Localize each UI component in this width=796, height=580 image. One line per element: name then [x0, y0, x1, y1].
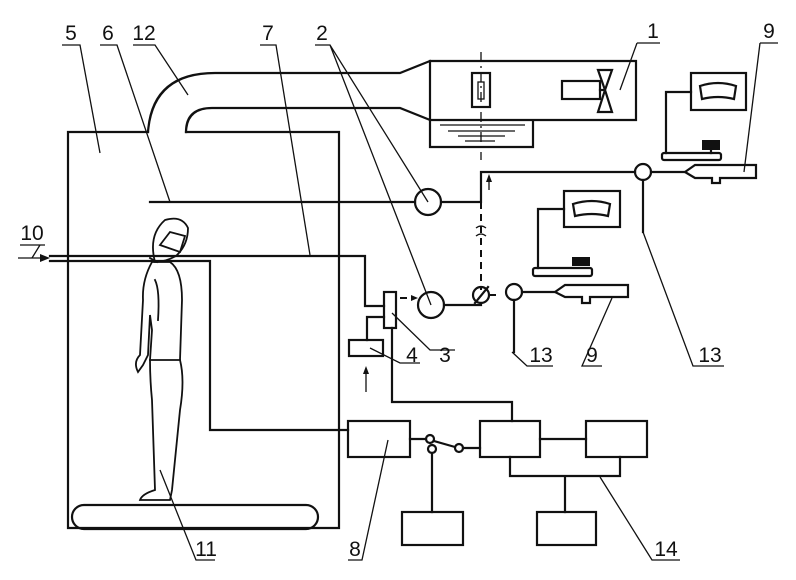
label-6: 6 [102, 22, 114, 45]
filter-element [470, 71, 492, 109]
switch-contact [426, 443, 438, 455]
arrow-head [40, 254, 50, 262]
label-3: 3 [439, 344, 451, 367]
valve-slash [473, 285, 490, 305]
valve-3 [382, 290, 398, 330]
treadmill [70, 503, 320, 531]
label-8: 8 [349, 538, 361, 561]
filter-core [477, 81, 485, 100]
fan-motor [560, 79, 602, 101]
label-13-lower: 13 [529, 344, 552, 367]
arrow-head [486, 174, 492, 182]
label-10: 10 [20, 222, 43, 245]
label-4: 4 [406, 344, 418, 367]
junction-upper [633, 162, 653, 182]
label-1: 1 [647, 20, 659, 43]
test-subject-figure [135, 217, 189, 501]
arrow-head [411, 295, 418, 301]
gauge-upper [689, 71, 748, 112]
aerosol-generator-unit [428, 59, 638, 149]
recorder-b [584, 419, 649, 459]
pump-upper [413, 187, 443, 217]
photometer-upper [682, 148, 758, 185]
unit-8 [346, 419, 412, 459]
power-unit [400, 510, 465, 547]
recorder-a [478, 419, 542, 459]
label-2: 2 [316, 22, 328, 45]
label-14: 14 [654, 538, 678, 561]
slide-bar [660, 151, 723, 162]
gauge-wire [536, 207, 566, 270]
label-9-lower: 9 [586, 344, 598, 367]
breathing-line-7 [48, 254, 386, 308]
break-mark [475, 225, 487, 237]
gauge-dial-icon [571, 199, 612, 218]
fan-icon [596, 68, 614, 114]
knob [702, 140, 720, 150]
air-duct [146, 59, 432, 134]
label-13-upper: 13 [698, 344, 721, 367]
label-11: 11 [195, 538, 217, 561]
valve-connection [365, 315, 386, 342]
label-7: 7 [262, 22, 274, 45]
outlet-13-lower [512, 290, 557, 354]
unit-4 [347, 338, 385, 358]
junction-lower [504, 282, 524, 302]
gauge-lower [562, 189, 622, 229]
switch-contact [453, 442, 465, 454]
test-chamber [66, 130, 341, 530]
label-5: 5 [65, 22, 77, 45]
recorder-c [535, 510, 598, 547]
signal-line [48, 259, 350, 432]
switch [408, 437, 482, 514]
gauge-wire [664, 90, 693, 155]
label-9-upper: 9 [763, 20, 775, 43]
switch-contact [424, 433, 436, 445]
sampling-line-6 [148, 170, 687, 204]
arrow-head [363, 366, 369, 374]
slide-bar [531, 266, 594, 278]
recorder-wires [508, 437, 622, 514]
liquid-surface [440, 124, 525, 142]
label-12: 12 [132, 22, 155, 45]
leader-lines [20, 42, 778, 561]
knob [572, 257, 590, 266]
photometer-lower [552, 283, 630, 305]
control-wire [390, 326, 514, 423]
gauge-dial-icon [698, 81, 738, 101]
